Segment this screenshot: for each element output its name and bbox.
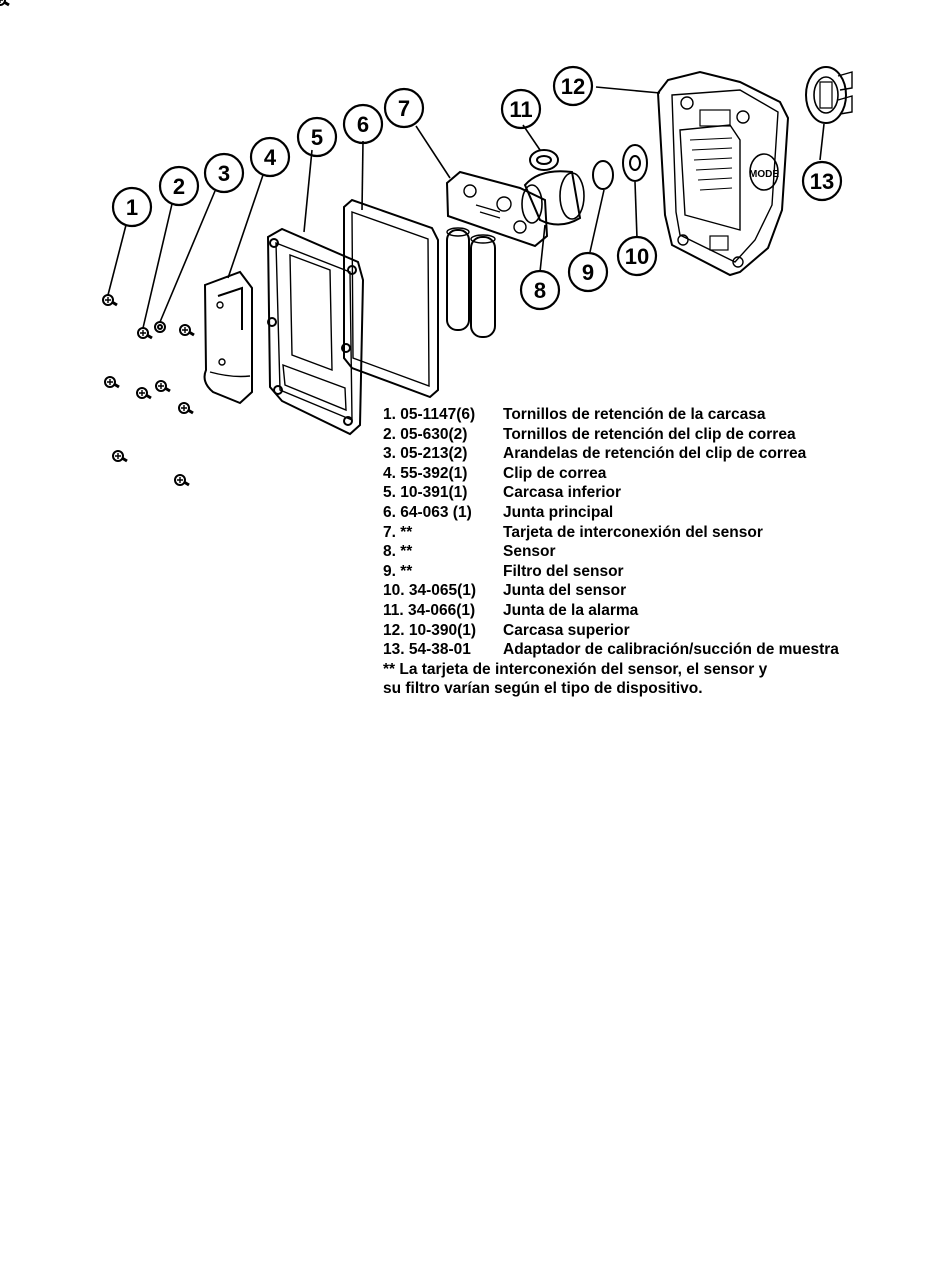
legend-row: 8. ** Sensor — [383, 542, 903, 562]
part-description: Carcasa superior — [503, 621, 630, 639]
legend-row: 5. 10-391(1) Carcasa inferior — [383, 483, 903, 503]
callout-2: 2 — [173, 174, 185, 199]
callout-11: 11 — [509, 97, 532, 122]
legend-row: 9. ** Filtro del sensor — [383, 562, 903, 582]
callout-9: 9 — [582, 260, 594, 285]
footnote-line-2: su filtro varían según el tipo de dispos… — [383, 680, 703, 698]
callout-6: 6 — [357, 112, 369, 137]
part-code: 4. 55-392(1) — [383, 464, 468, 482]
legend-row: 10. 34-065(1) Junta del sensor — [383, 581, 903, 601]
callout-12: 12 — [561, 74, 585, 99]
parts-legend: 1. 05-1147(6) Tornillos de retención de l… — [383, 405, 903, 699]
sensor — [521, 170, 585, 226]
batteries — [446, 227, 496, 338]
part-code: 1. 05-1147(6) — [383, 406, 476, 423]
part-description: Carcasa inferior — [503, 484, 622, 502]
lower-housing — [266, 227, 365, 436]
part-description: Tornillos de retención de la carcasa — [503, 406, 766, 423]
part-code: 7. ** — [383, 523, 413, 541]
exploded-parts-diagram: MODE 1 2 3 4 5 6 7 8 9 10 11 12 13 — [0, 0, 853, 487]
callout-3: 3 — [218, 161, 230, 186]
footnote-line-1: ** La tarjeta de interconexión del senso… — [383, 660, 768, 678]
legend-row: 1. 05-1147(6) Tornillos de retención de l… — [383, 405, 903, 425]
part-code: 12. 10-390(1) — [383, 621, 477, 639]
part-description: Adaptador de calibración/succión de mues… — [503, 641, 839, 659]
legend-row: 6. 64-063 (1) Junta principal — [383, 503, 903, 523]
sensor-interconnect-board — [445, 170, 549, 248]
callout-5: 5 — [311, 125, 323, 150]
callout-1: 1 — [126, 195, 138, 220]
upper-housing — [656, 70, 790, 277]
callout-circles — [111, 65, 843, 311]
part-description: Junta del sensor — [503, 582, 627, 600]
sensor-gasket — [622, 144, 648, 182]
callout-8: 8 — [534, 278, 546, 303]
alarm-gasket — [529, 149, 559, 171]
mode-label: MODE — [749, 169, 779, 180]
legend-row: 7. ** Tarjeta de interconexión del sensor — [383, 523, 903, 543]
legend-row: 2. 05-630(2) Tornillos de retención del c… — [383, 425, 903, 445]
part-code: 6. 64-063 (1) — [383, 503, 472, 521]
callout-7: 7 — [398, 96, 410, 121]
part-description: Sensor — [503, 543, 556, 561]
part-description: Junta de la alarma — [503, 601, 639, 619]
legend-row: 4. 55-392(1) Clip de correa — [383, 464, 903, 484]
callout-13: 13 — [810, 169, 834, 194]
part-code: 5. 10-391(1) — [383, 484, 468, 502]
callout-10: 10 — [625, 244, 649, 269]
part-description: Arandelas de retención del clip de corre… — [503, 445, 807, 463]
part-description: Tarjeta de interconexión del sensor — [503, 523, 763, 541]
clip-screws-washers — [136, 321, 172, 393]
calibration-adapter — [805, 66, 853, 124]
main-gasket — [343, 198, 439, 399]
part-code: 2. 05-630(2) — [383, 425, 468, 443]
part-description: Tornillos de retención del clip de corre… — [503, 425, 796, 443]
legend-row: 11. 34-066(1) Junta de la alarma — [383, 601, 903, 621]
callout-4: 4 — [264, 145, 277, 170]
legend-row: 13. 54-38-01 Adaptador de calibración/suc… — [383, 640, 903, 660]
leader-lines — [107, 86, 825, 329]
sensor-filter — [592, 160, 614, 190]
part-code: 9. ** — [383, 562, 413, 580]
part-code: 13. 54-38-01 — [383, 641, 471, 659]
part-description: Junta principal — [503, 503, 614, 521]
legend-row: 12. 10-390(1) Carcasa superior — [383, 621, 903, 641]
belt-clip — [203, 270, 253, 405]
part-code: 10. 34-065(1) — [383, 582, 477, 600]
part-description: Clip de correa — [503, 464, 607, 482]
legend-row: 3. 05-213(2) Arandelas de retención del c… — [383, 444, 903, 464]
part-code: 11. 34-066(1) — [383, 601, 476, 619]
housing-screws — [0, 0, 196, 487]
part-description: Filtro del sensor — [503, 562, 624, 580]
part-code: 8. ** — [383, 543, 413, 561]
part-code: 3. 05-213(2) — [383, 445, 468, 463]
